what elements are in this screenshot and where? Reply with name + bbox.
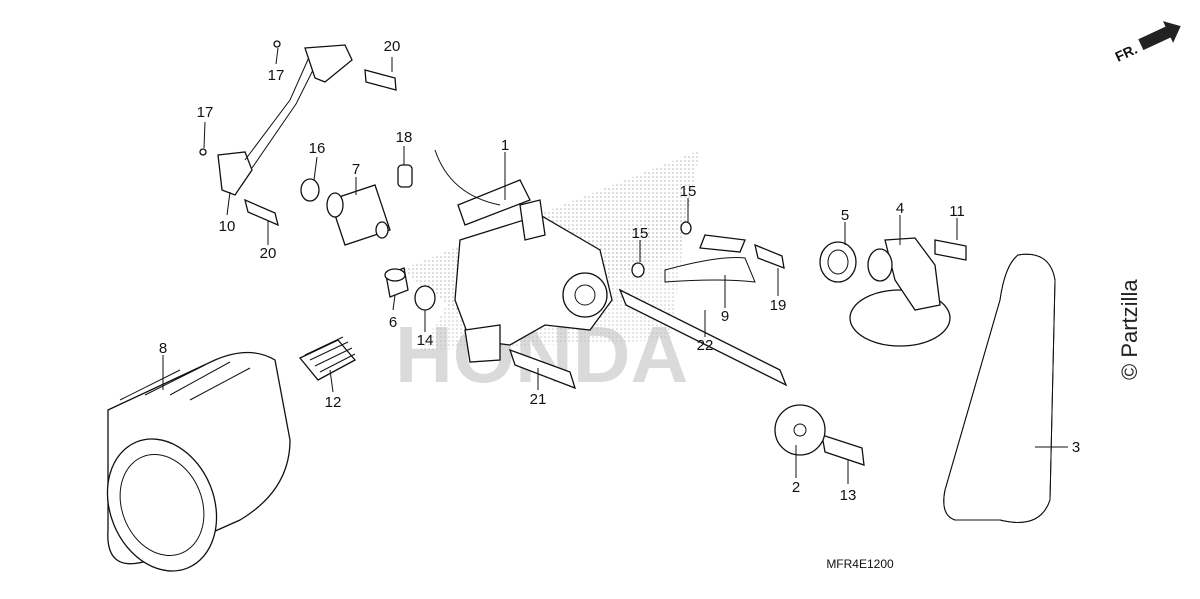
arrow-icon	[1138, 21, 1181, 51]
callout-20a: 20	[384, 38, 401, 55]
clip-17-upper	[273, 40, 281, 48]
callout-17a: 17	[268, 67, 285, 84]
collar	[384, 267, 409, 298]
callout-7: 7	[352, 161, 360, 178]
callout-2: 2	[792, 479, 800, 496]
callout-16: 16	[309, 140, 326, 157]
o-ring-14	[414, 285, 436, 311]
callout-22: 22	[697, 337, 714, 354]
callout-17b: 17	[197, 104, 214, 121]
callout-numbers: 1 2 3 4 5 6 7 8 9 10 11 12 13 14 15 15 1…	[159, 38, 1080, 504]
callout-14: 14	[417, 332, 434, 349]
callout-4: 4	[896, 200, 904, 217]
callout-1: 1	[501, 137, 509, 154]
callout-12: 12	[325, 394, 342, 411]
callout-11: 11	[949, 203, 965, 220]
pipe-stay-bracket	[217, 44, 353, 196]
oil-strainer	[849, 237, 951, 347]
bolt-20-lower	[244, 198, 279, 227]
o-ring-16	[300, 178, 320, 202]
callout-15b: 15	[632, 225, 649, 242]
diagram-code: MFR4E1200	[826, 557, 894, 571]
strainer-seal	[819, 241, 857, 283]
dowel-pin	[397, 164, 413, 188]
copyright-notice: © Partzilla	[1117, 279, 1142, 380]
bolt-21	[508, 348, 577, 390]
leader-lines	[162, 47, 1068, 484]
bolt-19	[754, 243, 785, 270]
callout-5: 5	[841, 207, 849, 224]
oil-pump-chain	[943, 253, 1056, 523]
threaded-nipple	[298, 336, 357, 381]
oil-pipe	[631, 234, 756, 283]
callout-10: 10	[219, 218, 236, 235]
front-direction-indicator: FR.	[1113, 21, 1181, 65]
callout-9: 9	[721, 308, 729, 325]
oil-pump	[434, 149, 613, 363]
oil-filter	[106, 351, 291, 572]
washer-15	[680, 221, 692, 235]
callout-8: 8	[159, 340, 167, 357]
callout-19: 19	[770, 297, 787, 314]
bolt-22	[618, 288, 788, 387]
callout-20b: 20	[260, 245, 277, 262]
callout-3: 3	[1072, 439, 1080, 456]
clip-17-lower	[199, 148, 207, 156]
callout-18: 18	[396, 129, 413, 146]
bolt-20-upper	[364, 69, 397, 91]
oil-pump-sprocket	[774, 404, 826, 456]
callout-13: 13	[840, 487, 857, 504]
callout-21: 21	[530, 391, 547, 408]
front-label: FR.	[1113, 41, 1140, 65]
bolt-11	[934, 239, 967, 261]
callout-6: 6	[389, 314, 397, 331]
bolt-13	[821, 434, 865, 466]
relief-valve	[326, 184, 391, 246]
callout-15a: 15	[680, 183, 697, 200]
